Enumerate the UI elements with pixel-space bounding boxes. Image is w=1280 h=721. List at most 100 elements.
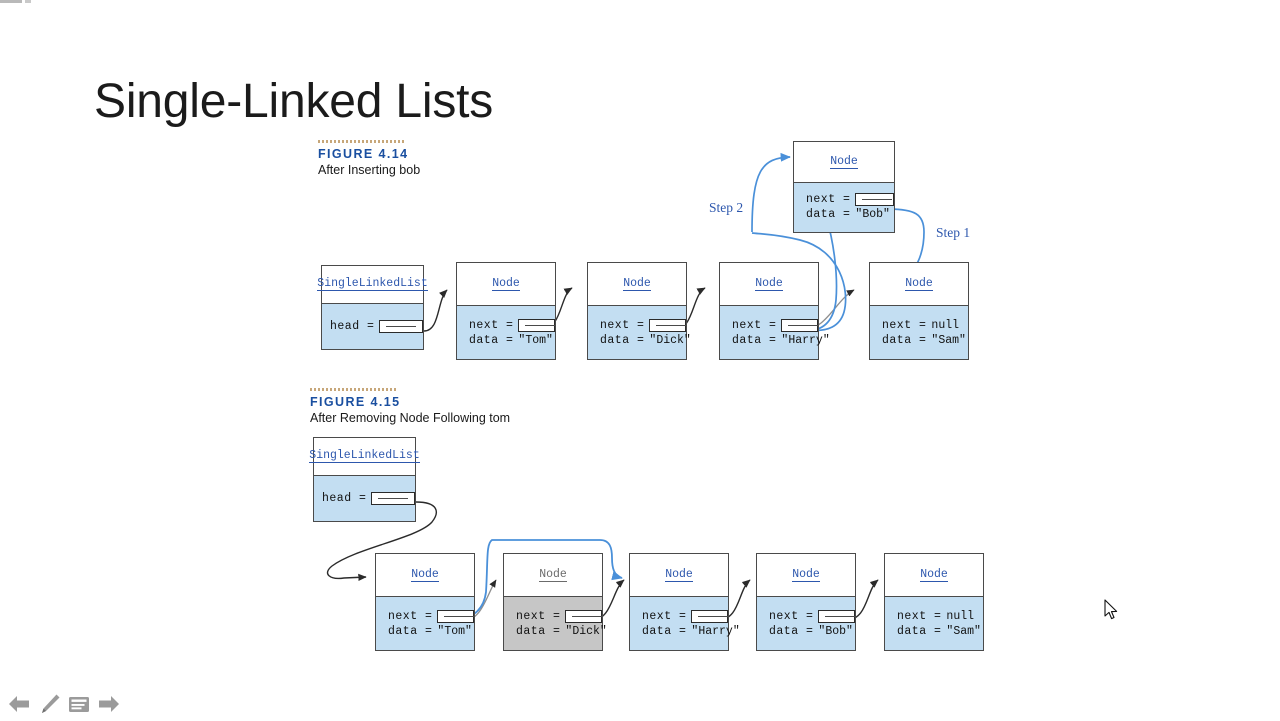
node-data-field: data ="Harry" (732, 333, 830, 348)
pointer-slot-icon (691, 609, 728, 623)
figure-4-14-caption-block: FIGURE 4.14 After Inserting bob (318, 140, 420, 177)
pointer-slot-icon (818, 609, 855, 623)
pointer-slot-icon (781, 318, 818, 332)
pointer-slot-icon (649, 318, 686, 332)
node-box-bob-inserted: Node next = data = "Bob" (793, 141, 895, 233)
node-box-tom-fig415: Node next = data ="Tom" (375, 553, 475, 651)
figure-rule (310, 388, 398, 391)
node-box-bob-fig415: Node next = data ="Bob" (756, 553, 856, 651)
figure-4-15-caption-block: FIGURE 4.15 After Removing Node Followin… (310, 388, 510, 425)
node-data-field: data ="Sam" (882, 333, 968, 348)
node-class-label: Node (623, 277, 651, 292)
node-data-value: "Tom" (518, 333, 553, 347)
node-box-sam-fig415: Node next = null data = "Sam" (884, 553, 984, 651)
node-fields: next = null data = "Sam" (885, 596, 983, 650)
node-next-label: next = (600, 318, 645, 332)
list-header: SingleLinkedList (317, 266, 428, 303)
node-data-field: data = "Harry" (642, 624, 740, 639)
slideshow-toolbar[interactable] (6, 692, 122, 716)
node-header: Node (720, 263, 818, 305)
node-data-label: data = (897, 624, 942, 638)
node-box-harry-fig414: Node next = data ="Harry" (719, 262, 830, 360)
node-next-value: null (931, 318, 960, 332)
figure-rule (318, 140, 406, 143)
node-class-label: Node (920, 568, 948, 583)
node-class-label: Node (755, 277, 783, 292)
figure-4-15-label: FIGURE 4.15 (310, 395, 401, 409)
next-slide-icon[interactable] (96, 692, 122, 716)
node-next-value: null (946, 609, 975, 623)
node-class-label: Node (830, 154, 858, 169)
node-data-value: "Harry" (691, 624, 740, 638)
node-fields: next = data = "Tom" (457, 305, 555, 359)
pointer-slot-icon (518, 318, 555, 332)
pointer-slot-icon (437, 609, 474, 623)
list-fields: head = (322, 302, 423, 349)
node-data-label: data = (642, 624, 687, 638)
node-next-field: next = (769, 609, 855, 624)
list-head-label: head = (322, 491, 367, 505)
list-class-label: SingleLinkedList (309, 449, 420, 464)
step-1-label: Step 1 (936, 225, 971, 240)
node-next-label: next = (897, 609, 942, 623)
node-next-field: next = (469, 318, 555, 333)
node-data-value: "Bob" (818, 624, 853, 638)
node-class-label: Node (905, 277, 933, 292)
node-next-field: next = (516, 609, 602, 624)
node-fields: next = data ="Bob" (757, 596, 855, 650)
node-data-field: data ="Tom" (388, 624, 474, 639)
node-data-label: data = (732, 333, 777, 347)
pen-tool-icon[interactable] (36, 692, 62, 716)
node-data-label: data = (806, 208, 851, 222)
slide-menu-icon[interactable] (66, 692, 92, 716)
pointer-slot-icon (371, 491, 415, 505)
node-fields: next = data = "Harry" (630, 596, 740, 650)
node-data-label: data = (516, 624, 561, 638)
node-header: Node (376, 554, 474, 596)
node-data-field: data ="Dick" (600, 333, 691, 348)
node-next-label: next = (642, 609, 687, 623)
node-next-field: next = (388, 609, 474, 624)
node-next-label: next = (469, 318, 514, 332)
mouse-cursor (1104, 599, 1118, 621)
node-fields: next = data = "Dick" (504, 596, 607, 650)
figure-4-14-label: FIGURE 4.14 (318, 147, 409, 161)
node-next-label: next = (388, 609, 433, 623)
node-data-field: data ="Bob" (769, 624, 855, 639)
page-title: Single-Linked Lists (94, 75, 494, 128)
list-head-field: head = (322, 491, 415, 506)
list-head-field: head = (330, 319, 423, 334)
node-data-label: data = (600, 333, 645, 347)
list-fields: head = (314, 474, 415, 521)
node-fields: next =null data ="Sam" (870, 305, 968, 359)
node-box-dick-fig414: Node next = data ="Dick" (587, 262, 691, 360)
node-fields: next = data = "Bob" (794, 181, 894, 232)
node-fields: next = data ="Tom" (376, 596, 474, 650)
pointer-slot-icon (379, 319, 423, 333)
node-next-field: next =null (882, 318, 968, 333)
node-data-value: "Dick" (565, 624, 607, 638)
node-header: Node (457, 263, 555, 305)
node-header: Node (504, 554, 602, 596)
list-header: SingleLinkedList (309, 438, 420, 475)
node-box-tom-fig414: Node next = data = "Tom" (456, 262, 556, 360)
node-data-field: data = "Tom" (469, 333, 555, 348)
node-class-label: Node (665, 568, 693, 583)
list-head-label: head = (330, 319, 375, 333)
list-box-singlelinkedlist-fig415: SingleLinkedList head = (309, 437, 420, 522)
node-data-field: data = "Sam" (897, 624, 983, 639)
node-data-label: data = (388, 624, 433, 638)
list-class-label: SingleLinkedList (317, 277, 428, 292)
node-next-label: next = (516, 609, 561, 623)
node-fields: next = data ="Dick" (588, 305, 691, 359)
node-data-label: data = (469, 333, 514, 347)
node-class-label: Node (792, 568, 820, 583)
node-next-field: next = null (897, 609, 983, 624)
node-next-field: next = (732, 318, 818, 333)
previous-slide-icon[interactable] (6, 692, 32, 716)
top-edge-artifact-secondary (25, 0, 31, 3)
node-next-field: next = (806, 192, 894, 207)
node-data-label: data = (882, 333, 927, 347)
node-data-value: "Sam" (946, 624, 981, 638)
